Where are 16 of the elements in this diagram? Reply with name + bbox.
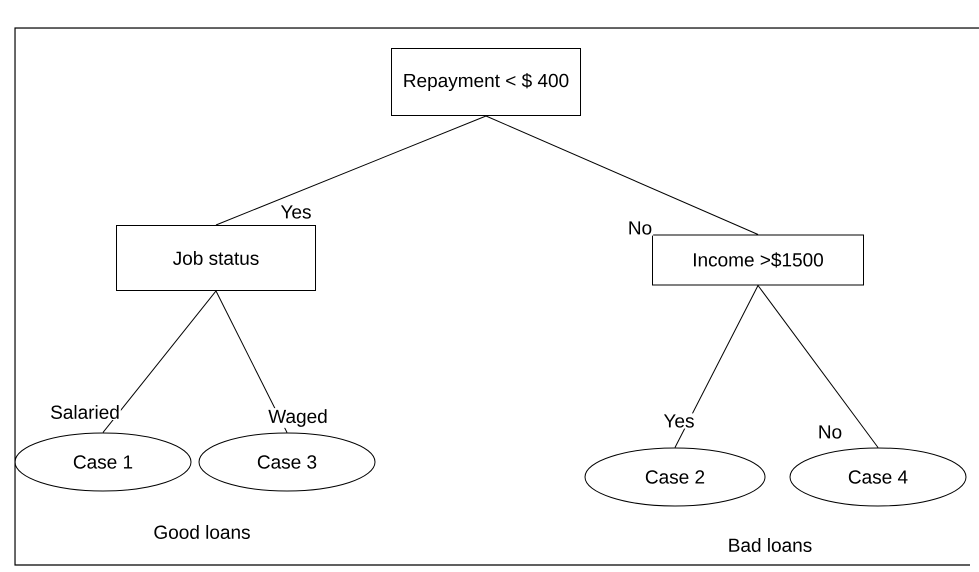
connector-line — [758, 284, 878, 448]
decision-box: Job status — [116, 224, 316, 291]
group-label: Bad loans — [729, 538, 812, 552]
edge-label: Yes — [280, 204, 312, 220]
decision-box: Repayment < $ 400 — [391, 48, 581, 116]
edge-label: Salaried — [49, 404, 121, 420]
edge-label: No — [626, 220, 654, 236]
decision-box: Income >$1500 — [652, 234, 864, 286]
connector-line — [216, 116, 486, 226]
connector-line — [674, 284, 758, 448]
connector-line — [486, 116, 758, 235]
edge-label: Waged — [267, 408, 329, 428]
group-label: Good loans — [154, 525, 250, 539]
edge-label: No — [816, 424, 844, 440]
connector-line — [102, 290, 216, 433]
edge-label: Yes — [662, 413, 696, 429]
